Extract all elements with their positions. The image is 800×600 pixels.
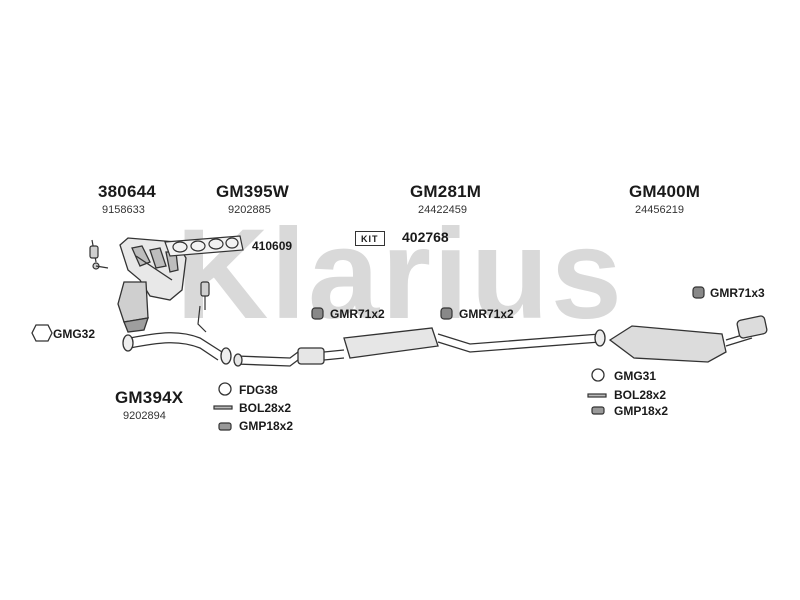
rubber-mount-icon [692,286,705,299]
ring-icon [218,382,232,396]
group-gasket: GM395W 9202885 [216,182,289,216]
ring-icon [591,368,605,382]
part-number: 9158633 [102,204,145,216]
spring-icon [218,422,232,431]
kit-badge: KIT [355,231,385,246]
kit-number: 402768 [402,229,449,245]
part-code: GM395W [216,182,289,201]
manifold-gasket [164,235,244,257]
label-fdg38: FDG38 [239,383,278,397]
label-gmp-left: GMP18x2 [239,419,294,433]
label-gmp-right: GMP18x2 [614,404,669,418]
rubber-mount-icons [311,286,705,320]
part-number: 9202885 [228,204,271,216]
bolt-icon [213,405,233,410]
rubber-mount-icon [440,307,453,320]
bolt-icon [587,393,607,398]
lambda-sensor-left [89,239,109,270]
bolt-icons [213,393,607,410]
rubber-mount-icon [311,307,324,320]
spring-icons [218,406,605,431]
label-gmr71-mid: GMR71x2 [459,307,514,321]
part-number: 9202894 [123,410,166,422]
label-bol-right: BOL28x2 [614,388,667,402]
group-manifold: 380644 9158633 [98,182,156,216]
group-centre: GM281M 24422459 [410,182,481,216]
label-bol-left: BOL28x2 [239,401,292,415]
part-code: GM394X [115,388,184,407]
part-code: GM281M [410,182,482,201]
spring-icon [591,406,605,415]
label-gmg31: GMG31 [614,369,657,383]
gasket-ref: 410609 [252,239,293,253]
part-number: 24456219 [635,204,684,216]
watermark-text: Klarius [176,203,624,346]
label-gmr71-left: GMR71x2 [330,307,385,321]
gasket-icon [31,324,53,342]
part-number: 24422459 [418,204,467,216]
gasket-icons [31,324,605,396]
part-code: GM400M [629,182,701,201]
front-pipe [122,332,232,365]
group-rear: GM400M 24456219 [629,182,700,216]
group-front-pipe: GM394X 9202894 [115,388,183,422]
rear-silencer [608,315,768,363]
label-gmr71-right: GMR71x3 [710,286,765,300]
label-gmg32: GMG32 [53,327,96,341]
lambda-sensor-right [197,281,210,333]
part-code: 380644 [98,182,156,201]
centre-pipe-silencer [233,327,606,367]
